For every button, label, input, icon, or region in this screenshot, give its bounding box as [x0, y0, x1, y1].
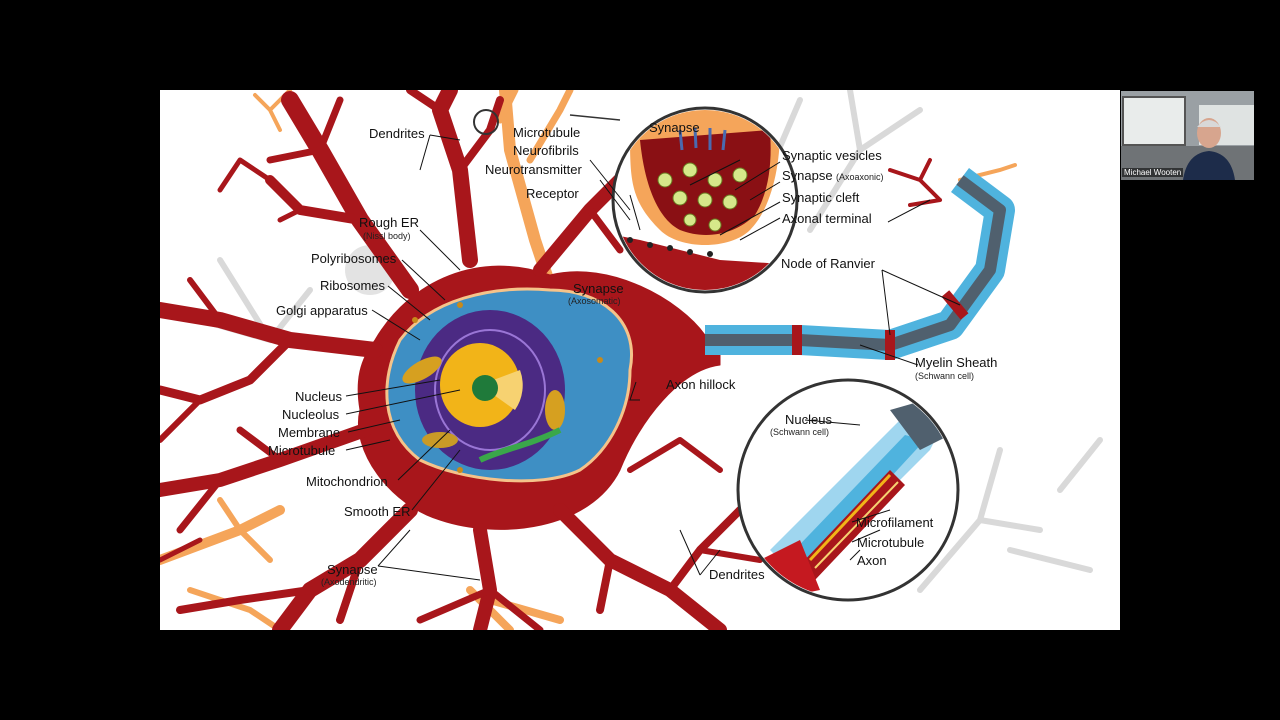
leader-lines	[345, 134, 961, 581]
label-dendrites-top: Dendrites	[369, 126, 425, 141]
label-rough-er: Rough ER	[359, 215, 419, 230]
label-axon: Axon	[857, 553, 887, 568]
label-neurofibrils: Neurofibrils	[513, 143, 579, 158]
participant-video-feed	[1121, 91, 1254, 180]
myelin-inset	[736, 378, 960, 602]
axon	[705, 168, 1015, 360]
label-nucleolus: Nucleolus	[282, 407, 340, 422]
label-microfilament: Microfilament	[856, 515, 934, 530]
label-microtubule-left: Microtubule	[268, 443, 336, 458]
label-smooth-er: Smooth ER	[344, 504, 411, 519]
participant-name: Michael Wooten	[1122, 168, 1184, 177]
label-nucleus-schwann-sub: (Schwann cell)	[770, 427, 830, 437]
label-synaptic-cleft: Synaptic cleft	[782, 190, 860, 205]
label-polyribosomes: Polyribosomes	[311, 251, 397, 266]
label-nucleus-schwann: Nucleus	[785, 412, 832, 427]
label-nucleus: Nucleus	[295, 389, 342, 404]
label-axon-hillock: Axon hillock	[666, 377, 736, 392]
label-synapse-axosomatic-sub: (Axosomatic)	[568, 296, 621, 306]
label-neurotransmitter: Neurotransmitter	[485, 162, 582, 177]
label-axonal-terminal: Axonal terminal	[782, 211, 872, 226]
participant-video[interactable]: Michael Wooten	[1121, 91, 1254, 180]
label-golgi-apparatus: Golgi apparatus	[276, 303, 368, 318]
synapse-inset	[473, 106, 799, 294]
label-myelin-sheath: Myelin Sheath	[915, 355, 998, 370]
label-node-of-ranvier: Node of Ranvier	[781, 256, 875, 271]
slide-diagram: Dendrites Rough ER (Nissl body) Polyribo…	[160, 90, 1120, 630]
label-synapse-axosomatic: Synapse	[573, 281, 624, 296]
label-rough-er-sub: (Nissl body)	[363, 231, 411, 241]
neuron-diagram	[160, 90, 1103, 630]
label-microtubule-top: Microtubule	[513, 125, 581, 140]
label-synaptic-vesicles: Synaptic vesicles	[782, 148, 882, 163]
label-dendrites-bottom: Dendrites	[709, 567, 765, 582]
label-synapse-axodendritic-sub: (Axodendritic)	[321, 577, 377, 587]
label-membrane: Membrane	[278, 425, 341, 440]
organelles	[402, 302, 603, 473]
label-ribosomes: Ribosomes	[320, 278, 386, 293]
label-mitochondrion: Mitochondrion	[306, 474, 388, 489]
label-synapse-inset-title: Synapse	[649, 120, 700, 135]
label-microtubule-inset: Microtubule	[857, 535, 925, 550]
label-myelin-sheath-sub: (Schwann cell)	[915, 371, 975, 381]
label-synapse-axoaxonic-sub: (Axoaxonic)	[836, 172, 884, 182]
label-synapse-axodendritic: Synapse	[327, 562, 378, 577]
nucleus-graphic	[415, 310, 565, 470]
label-synapse-axoaxonic: Synapse	[782, 168, 833, 183]
label-receptor: Receptor	[526, 186, 579, 201]
